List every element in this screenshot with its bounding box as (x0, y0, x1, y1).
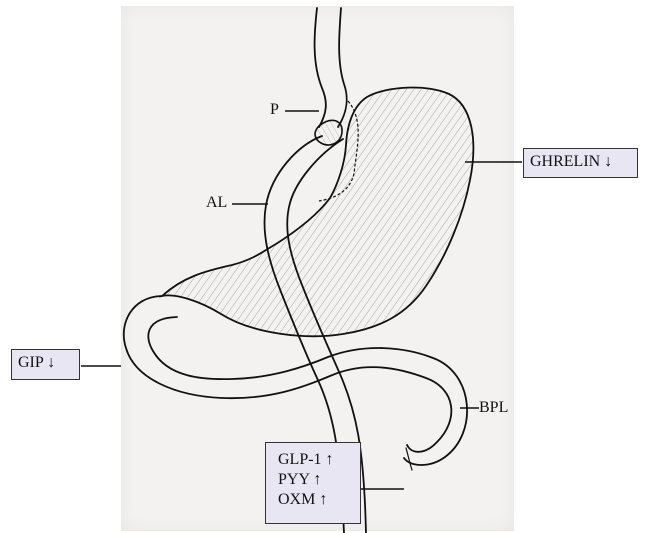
gip-box: GIP ↓ (11, 349, 80, 380)
hormones-stack: GLP-1 ↑ PYY ↑ OXM ↑ (266, 443, 360, 509)
esophagus (315, 8, 347, 127)
pouch-label: P (270, 101, 279, 119)
ghrelin-box: GHRELIN ↓ (523, 148, 638, 178)
pyy-text: PYY ↑ (278, 471, 360, 489)
alimentary-limb-label: AL (206, 194, 227, 212)
hormones-box: GLP-1 ↑ PYY ↑ OXM ↑ (265, 442, 361, 524)
oxm-text: OXM ↑ (278, 491, 360, 509)
ghrelin-text: GHRELIN ↓ (530, 153, 612, 170)
gip-text: GIP ↓ (18, 354, 55, 371)
glp1-text: GLP-1 ↑ (278, 451, 360, 469)
biliopancreatic-limb-label: BPL (479, 399, 508, 417)
